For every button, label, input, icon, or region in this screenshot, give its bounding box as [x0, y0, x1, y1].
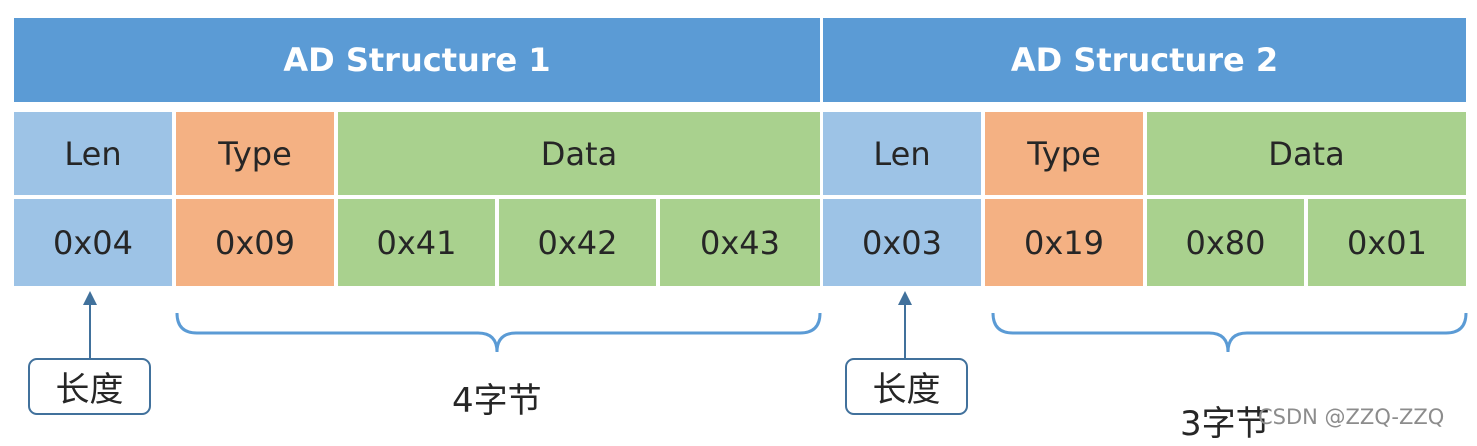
s2-len-value: 0x03 [823, 199, 981, 286]
s2-len-field-label: Len [823, 112, 981, 195]
s1-bytes-note: 4字节 [452, 381, 542, 421]
s2-bytes-note: 3字节 [1180, 404, 1270, 444]
s1-data-field-label: Data [338, 112, 820, 195]
s1-bytes-brace [175, 312, 822, 353]
s2-bytes-brace [991, 312, 1468, 353]
s2-type-field-label: Type [985, 112, 1143, 195]
s1-type-field-label: Type [176, 112, 334, 195]
s1-data-byte-2: 0x42 [499, 199, 656, 286]
s2-len-note-box: 长度 [845, 358, 968, 415]
s2-data-field-label: Data [1147, 112, 1466, 195]
s2-len-arrow [898, 291, 912, 358]
s1-type-value: 0x09 [176, 199, 334, 286]
s1-len-note-box: 长度 [28, 358, 151, 415]
ad-structure-1-header: AD Structure 1 [14, 18, 820, 102]
ad-structure-2-header: AD Structure 2 [823, 18, 1466, 102]
s1-len-note: 长度 [55, 370, 124, 410]
s1-data-byte-1: 0x41 [338, 199, 495, 286]
s1-len-value: 0x04 [14, 199, 172, 286]
s1-len-arrow [83, 291, 97, 358]
s2-type-value: 0x19 [985, 199, 1143, 286]
s2-data-byte-2: 0x01 [1308, 199, 1466, 286]
watermark: CSDN @ZZQ-ZZQ [1258, 405, 1445, 429]
s1-data-byte-3: 0x43 [660, 199, 820, 286]
s2-data-byte-1: 0x80 [1147, 199, 1304, 286]
s1-len-field-label: Len [14, 112, 172, 195]
s2-len-note: 长度 [872, 370, 941, 410]
